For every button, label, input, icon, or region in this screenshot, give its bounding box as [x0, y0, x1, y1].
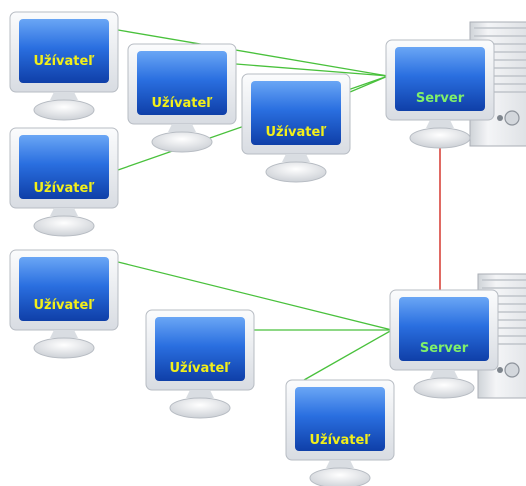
server-label: Server — [420, 341, 469, 356]
client-link — [235, 63, 389, 77]
user-node: Užívateľ — [9, 11, 119, 121]
user-label: Užívateľ — [169, 361, 231, 376]
monitor-icon — [251, 81, 341, 145]
user-node: Užívateľ — [9, 249, 119, 359]
user-label: Užívateľ — [265, 125, 327, 140]
user-label: Užívateľ — [33, 181, 95, 196]
monitor-icon — [155, 317, 245, 381]
user-label: Užívateľ — [33, 298, 95, 313]
monitor-icon — [395, 47, 485, 111]
user-node: Užívateľ — [285, 379, 395, 486]
user-label: Užívateľ — [309, 433, 371, 448]
user-node: Užívateľ — [241, 73, 351, 183]
user-node: Užívateľ — [127, 43, 237, 153]
user-node: Užívateľ — [145, 309, 255, 419]
server-node: Server — [389, 289, 499, 399]
monitor-icon — [137, 51, 227, 115]
server-label: Server — [416, 91, 465, 106]
monitor-icon — [19, 135, 109, 199]
server-node: Server — [385, 39, 495, 149]
client-link — [117, 29, 389, 77]
user-node: Užívateľ — [9, 127, 119, 237]
monitor-icon — [399, 297, 489, 361]
monitor-icon — [19, 257, 109, 321]
user-label: Užívateľ — [151, 96, 213, 111]
client-link — [117, 261, 393, 331]
monitor-icon — [295, 387, 385, 451]
client-link — [303, 329, 393, 381]
monitor-icon — [19, 19, 109, 83]
user-label: Užívateľ — [33, 54, 95, 69]
